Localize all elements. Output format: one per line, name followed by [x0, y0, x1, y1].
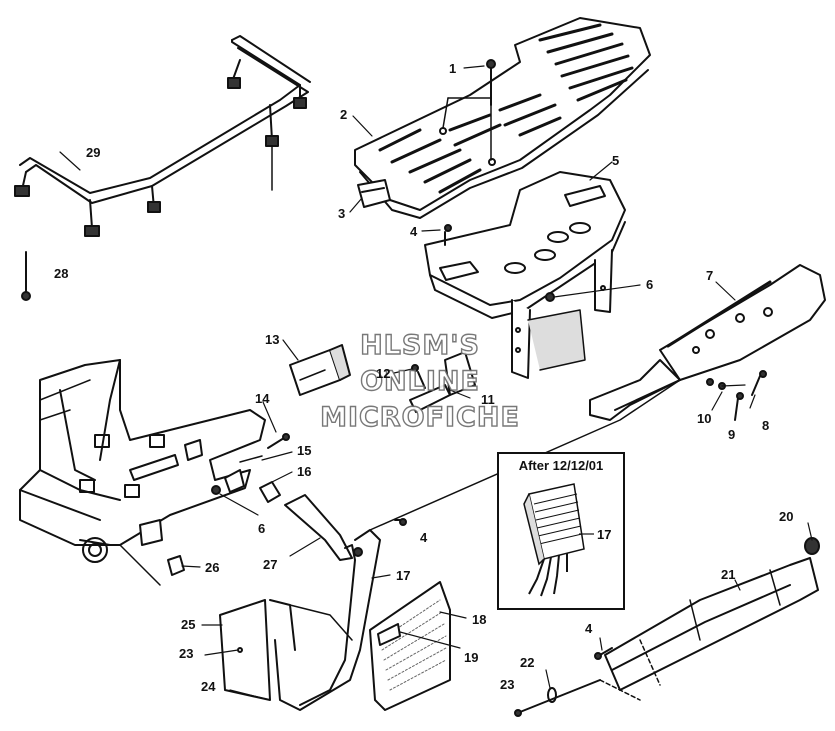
part-3-pad: [357, 179, 391, 208]
part-5-footrest-support: [424, 171, 626, 379]
callout-10: 10: [697, 411, 712, 426]
callout-12: 12: [376, 366, 391, 381]
part-16-bushing: [259, 481, 281, 503]
watermark-line-2: ONLINE: [359, 365, 480, 397]
inset-callout-17: 17: [597, 527, 612, 542]
part-17-footrest-frame: [269, 379, 681, 711]
callout-6-top: 6: [646, 277, 654, 292]
part-8-bolt: [751, 370, 767, 396]
callout-6-lower: 6: [258, 521, 266, 536]
part-26-clip: [167, 555, 185, 576]
callout-15: 15: [297, 443, 312, 458]
watermark-line-3: MICROFICHE: [319, 401, 520, 433]
part-23-bolt-right: [514, 679, 601, 717]
part-21-bumper-tube: [599, 557, 819, 701]
part-29-rack-bar: [14, 35, 311, 237]
callout-8: 8: [762, 418, 770, 433]
callout-9: 9: [728, 427, 736, 442]
callout-19: 19: [464, 650, 479, 665]
part-6-nut-top: [545, 284, 641, 302]
part-27-link: [284, 494, 363, 561]
callout-27: 27: [263, 557, 278, 572]
part-25-side-plate: [219, 599, 271, 701]
part-11-bracket: [409, 351, 476, 413]
callout-25: 25: [181, 617, 196, 632]
callout-4-right: 4: [585, 621, 593, 636]
part-7-bumper-guard: [589, 264, 826, 421]
part-15-bracket: [224, 455, 263, 493]
callout-4-middle: 4: [420, 530, 428, 545]
callout-22: 22: [520, 655, 535, 670]
callout-7: 7: [706, 268, 714, 283]
inset-drawing: [523, 483, 594, 597]
callout-16: 16: [297, 464, 312, 479]
part-9-bolt: [734, 392, 744, 421]
callout-26: 26: [205, 560, 220, 575]
callout-28: 28: [54, 266, 69, 281]
callout-18: 18: [472, 612, 487, 627]
frame-assembly: [19, 359, 266, 586]
callout-21: 21: [721, 567, 736, 582]
part-4-screw-top: [444, 224, 452, 246]
part-2-footrest-plate: [354, 17, 651, 219]
callout-4-top: 4: [410, 224, 418, 239]
watermark-line-1: HLSM'S: [359, 329, 480, 361]
callout-23-left: 23: [179, 646, 194, 661]
part-1-screw: [442, 59, 496, 161]
inset-after-12-12-01: After 12/12/01 17: [497, 452, 625, 610]
callout-23-right: 23: [500, 677, 515, 692]
callout-11: 11: [481, 392, 495, 407]
part-14-screw: [267, 433, 290, 449]
callout-17: 17: [396, 568, 411, 583]
part-4-screw-right: [594, 647, 613, 660]
callout-20: 20: [779, 509, 794, 524]
leader-lines: [59, 65, 813, 701]
part-18-mesh-panel: [369, 581, 451, 711]
callout-24: 24: [201, 679, 216, 694]
callout-14: 14: [255, 391, 270, 406]
part-6-nut-lower: [211, 485, 259, 516]
inset-title: After 12/12/01: [518, 458, 604, 473]
callout-29: 29: [86, 145, 101, 160]
callout-13: 13: [265, 332, 280, 347]
part-28-bolt: [21, 251, 31, 301]
callout-1: 1: [449, 61, 457, 76]
part-12-clip: [411, 364, 426, 389]
callout-3: 3: [338, 206, 346, 221]
part-13-switch-box: [289, 344, 351, 396]
callout-2: 2: [340, 107, 348, 122]
callout-5: 5: [612, 153, 620, 168]
part-22-washer: [547, 687, 557, 703]
